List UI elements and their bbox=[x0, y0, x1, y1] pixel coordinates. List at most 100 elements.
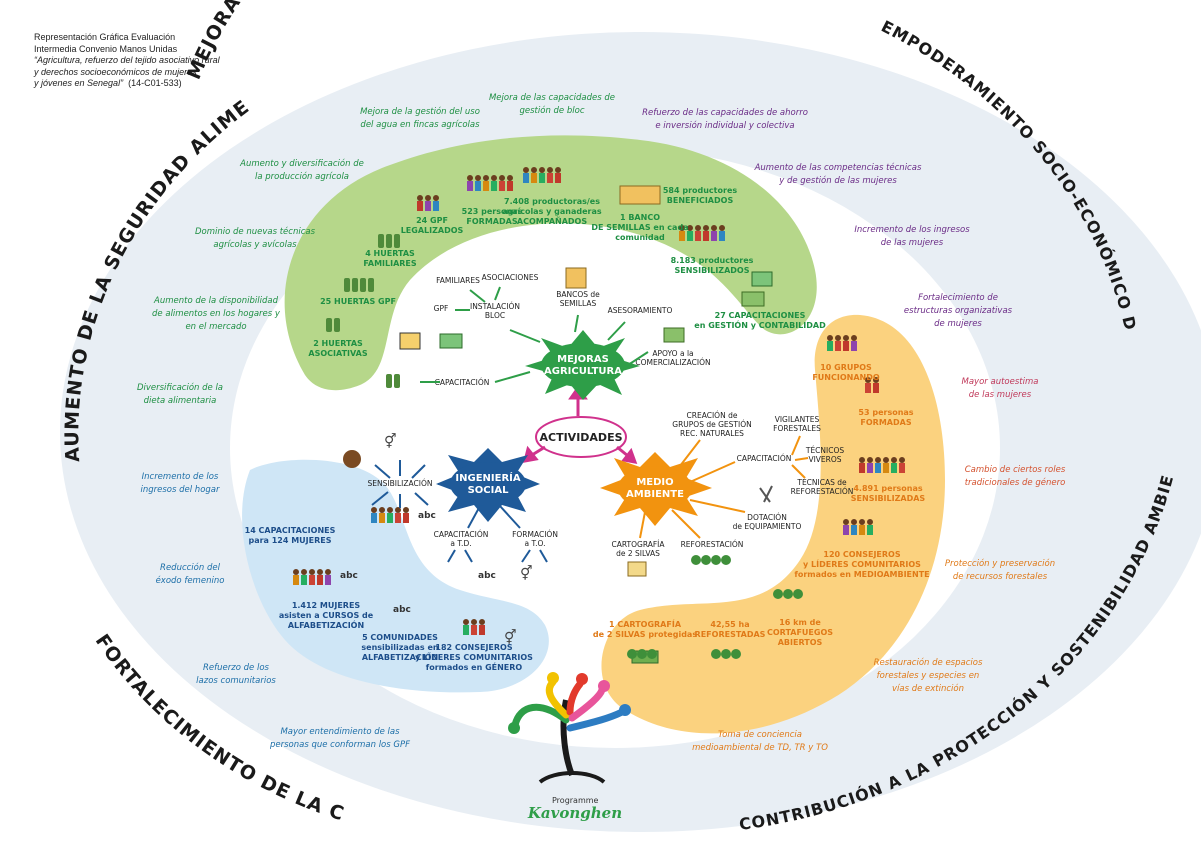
misc-icons: ⚥ ⚥ ⚥ abc abc abc abc bbox=[340, 185, 773, 664]
person-body-icon bbox=[875, 463, 881, 473]
result-exodo-l1: Reducción del bbox=[160, 562, 221, 573]
abc-icon-3: abc bbox=[340, 571, 358, 581]
person-body-icon bbox=[859, 525, 865, 535]
tree-icon bbox=[691, 555, 701, 565]
stats-blue: 14 CAPACITACIONES para 124 MUJERES 1.412… bbox=[245, 526, 534, 672]
stats-green: 24 GPF LEGALIZADOS 523 personas FORMADAS… bbox=[308, 186, 826, 358]
person-head-icon bbox=[433, 195, 439, 201]
stat-capacitaciones-gestion-l1: 27 CAPACITACIONES bbox=[715, 311, 806, 320]
act-cartografia-l1: CARTOGRAFÍA bbox=[611, 540, 665, 549]
result-produccion-l2: la producción agrícola bbox=[255, 171, 349, 182]
act-bancos-l1: BANCOS de bbox=[556, 290, 600, 299]
person-head-icon bbox=[371, 507, 377, 513]
person-head-icon bbox=[703, 225, 709, 231]
stat-capacitaciones-mujeres-l2: para 124 MUJERES bbox=[248, 536, 331, 545]
person-body-icon bbox=[309, 575, 315, 585]
person-body-icon bbox=[403, 513, 409, 523]
logo-roots bbox=[538, 771, 606, 784]
stat-acompanados-l1: 7.408 productoras/es bbox=[504, 197, 600, 206]
person-head-icon bbox=[317, 569, 323, 575]
stat-env-formadas-l2: FORMADAS bbox=[860, 418, 911, 427]
act-bancos-l2: SEMILLAS bbox=[560, 299, 597, 308]
person-body-icon bbox=[711, 231, 717, 241]
garden-plot-icon bbox=[344, 278, 350, 292]
result-roles-l2: tradicionales de género bbox=[965, 477, 1066, 488]
person-head-icon bbox=[425, 195, 431, 201]
person-body-icon bbox=[851, 525, 857, 535]
market-basket-icon bbox=[741, 291, 765, 307]
tree-icon bbox=[637, 649, 647, 659]
act-sensibilizacion: SENSIBILIZACIÓN bbox=[368, 479, 433, 488]
hub-agriculture-l2: AGRICULTURA bbox=[544, 366, 622, 377]
result-bloc-l2: gestión de bloc bbox=[520, 105, 585, 116]
result-ingresos-mujeres-l1: Incremento de los ingresos bbox=[854, 225, 970, 235]
stat-alfabetizacion-l1: 1.412 MUJERES bbox=[292, 601, 361, 610]
stat-cartografia-l1: 1 CARTOGRAFÍA bbox=[609, 618, 682, 629]
person-head-icon bbox=[531, 167, 537, 173]
result-restauracion-l2: forestales y especies en bbox=[877, 671, 980, 681]
abc-icon-4: abc bbox=[393, 605, 411, 615]
gender-icon: ⚥ bbox=[384, 433, 397, 450]
tree-icon bbox=[773, 589, 783, 599]
person-body-icon bbox=[317, 575, 323, 585]
person-body-icon bbox=[859, 463, 865, 473]
person-body-icon bbox=[851, 341, 857, 351]
person-head-icon bbox=[875, 457, 881, 463]
money-icon bbox=[439, 333, 463, 349]
result-competencias-l1: Aumento de las competencias técnicas bbox=[754, 162, 922, 173]
hub-social-l2: SOCIAL bbox=[468, 485, 510, 496]
person-head-icon bbox=[483, 175, 489, 181]
act-gpf: GPF bbox=[434, 304, 449, 313]
garden-plot-icon bbox=[360, 278, 366, 292]
logo-programme: Programme bbox=[552, 796, 599, 805]
person-head-icon bbox=[471, 619, 477, 625]
tree-icons bbox=[627, 555, 803, 659]
logo-branch-pink bbox=[568, 686, 606, 722]
stat-huertas-fam-l1: 4 HUERTAS bbox=[365, 249, 415, 258]
person-body-icon bbox=[507, 181, 513, 191]
stat-grupos-l1: 10 GRUPOS bbox=[820, 363, 872, 372]
hub-environment-l2: AMBIENTE bbox=[626, 489, 684, 500]
garden-plot-icon bbox=[368, 278, 374, 292]
person-body-icon bbox=[703, 231, 709, 241]
person-head-icon bbox=[325, 569, 331, 575]
person-body-icon bbox=[719, 231, 725, 241]
person-body-icon bbox=[433, 201, 439, 211]
stat-consejeros-env-l1: 120 CONSEJEROS bbox=[823, 550, 900, 559]
act-asociaciones: ASOCIACIONES bbox=[482, 273, 539, 282]
result-autoestima-l1: Mayor autoestima bbox=[962, 377, 1039, 387]
basket-icon bbox=[663, 327, 685, 343]
person-head-icon bbox=[719, 225, 725, 231]
results-green: Mejora de la gestión del uso del agua en… bbox=[137, 93, 615, 406]
act-vigilantes-l2: FORESTALES bbox=[773, 424, 821, 433]
person-head-icon bbox=[309, 569, 315, 575]
person-head-icon bbox=[479, 619, 485, 625]
person-body-icon bbox=[467, 181, 473, 191]
person-head-icon bbox=[899, 457, 905, 463]
act-creacion-l1: CREACIÓN de bbox=[687, 411, 738, 420]
result-agua-l2: del agua en fincas agrícolas bbox=[360, 120, 480, 130]
stat-banco-l1: 1 BANCO bbox=[620, 213, 660, 222]
header-line-5: y jóvenes en Senegal” bbox=[34, 78, 124, 88]
woman-face-icon bbox=[343, 450, 361, 468]
result-ingresos-mujeres-l2: de las mujeres bbox=[881, 238, 944, 248]
person-head-icon bbox=[463, 619, 469, 625]
garden-plot-icons bbox=[326, 234, 400, 388]
garden-plot-icon bbox=[378, 234, 384, 248]
person-head-icon bbox=[711, 225, 717, 231]
hub-environment-l1: MEDIO bbox=[636, 477, 673, 488]
person-body-icon bbox=[835, 341, 841, 351]
person-head-icon bbox=[417, 195, 423, 201]
stat-env-sensibilizadas-l1: 4.891 personas bbox=[853, 484, 923, 493]
garden-plot-icon bbox=[334, 318, 340, 332]
person-body-icon bbox=[695, 231, 701, 241]
stat-consejeros-genero-l2: y LÍDERES COMUNITARIOS bbox=[415, 651, 533, 662]
act-familiares: FAMILIARES bbox=[436, 276, 480, 285]
person-body-icon bbox=[555, 173, 561, 183]
stat-comunidades-l1: 5 COMUNIDADES bbox=[362, 633, 438, 642]
stat-beneficiados-l1: 584 productores bbox=[663, 186, 738, 195]
person-head-icon bbox=[865, 377, 871, 383]
garden-plot-icon bbox=[394, 234, 400, 248]
person-body-icon bbox=[883, 463, 889, 473]
person-head-icon bbox=[891, 457, 897, 463]
